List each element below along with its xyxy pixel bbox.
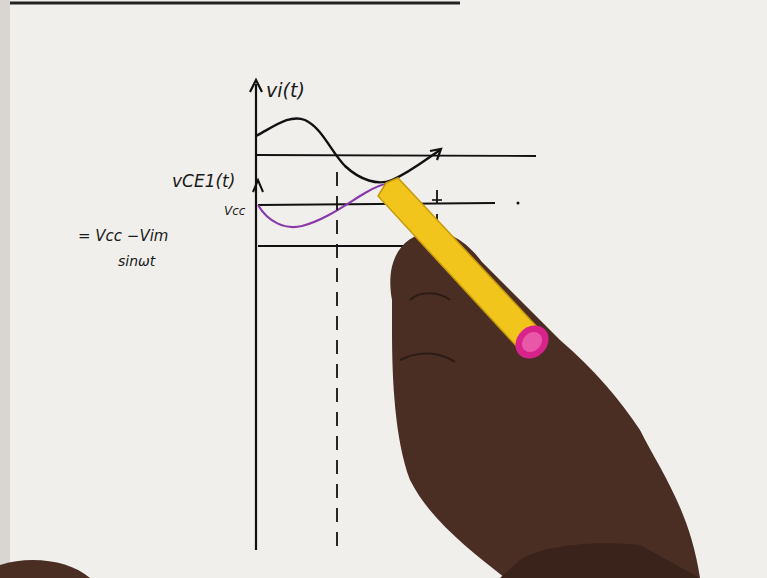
level-label: Vcc bbox=[224, 205, 245, 218]
axis-label: vCE1(t) bbox=[172, 172, 235, 191]
axis-label: vi(t) bbox=[266, 80, 305, 101]
equation-text: sinωt bbox=[118, 254, 155, 269]
equation-text: = Vcc −Vim bbox=[78, 228, 168, 245]
